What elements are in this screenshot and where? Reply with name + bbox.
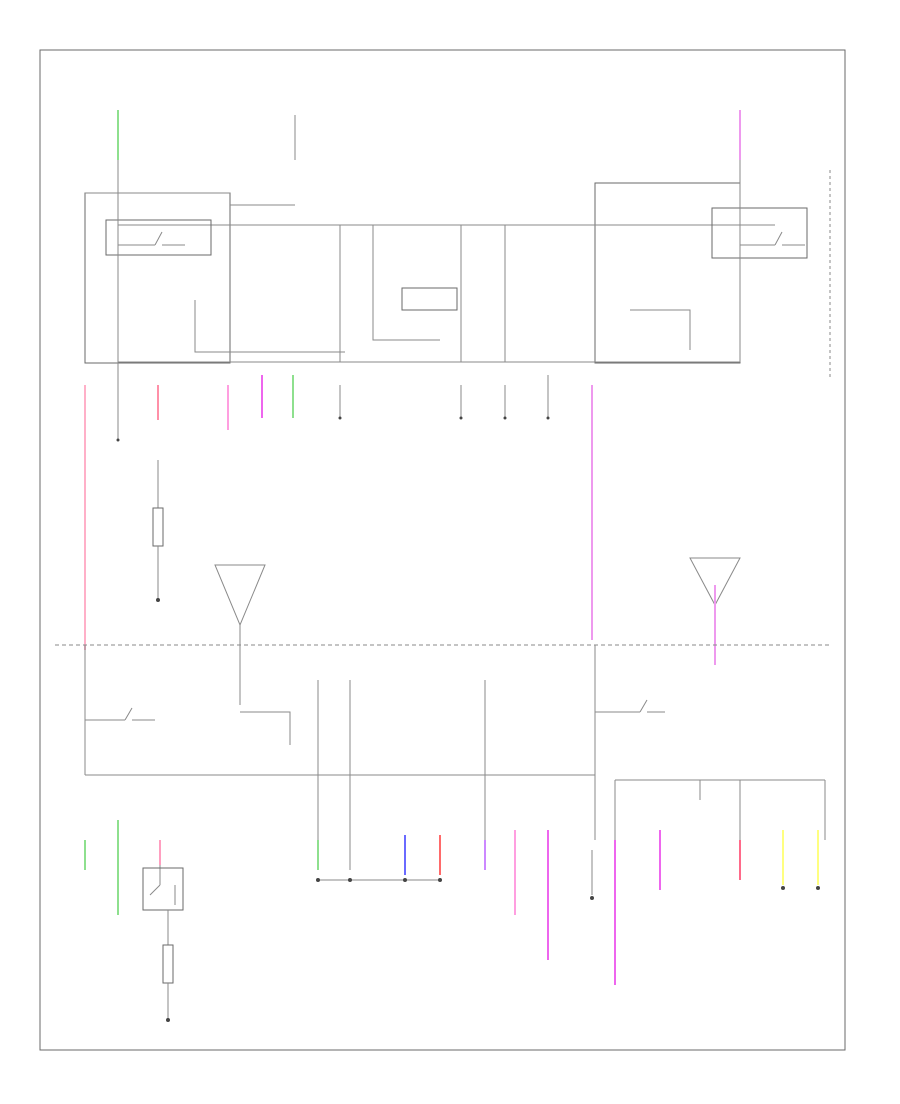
upper-junction-right-box (594, 182, 741, 364)
upper-junction-block (84, 182, 808, 364)
ground-icon (689, 557, 741, 607)
lower-drops (84, 820, 819, 985)
inner-component-box (401, 287, 458, 311)
connector-dot-icon (156, 598, 160, 602)
relay-switch-icon (740, 231, 805, 246)
left-inner-wire (194, 300, 345, 353)
bottom-left-resistor (162, 944, 174, 984)
left-resistor (152, 507, 164, 547)
bottom-left-switch-box (142, 867, 184, 911)
inner-component-wire (372, 225, 440, 341)
upper-drops (84, 375, 593, 650)
relay-switch-icon (118, 231, 185, 246)
connector-dot-icon (166, 1018, 170, 1022)
left-relay-box (105, 219, 212, 256)
relay-switch-icon (595, 699, 665, 713)
relay-switch-icon (85, 707, 155, 721)
lower-junction-block (84, 625, 826, 840)
upper-junction-left-box (84, 192, 231, 364)
diagram-border (39, 49, 846, 1051)
relay-switch-icon (149, 865, 176, 905)
ground-icon (214, 564, 266, 627)
right-inner-wire (630, 309, 691, 350)
right-relay-box (711, 207, 808, 259)
